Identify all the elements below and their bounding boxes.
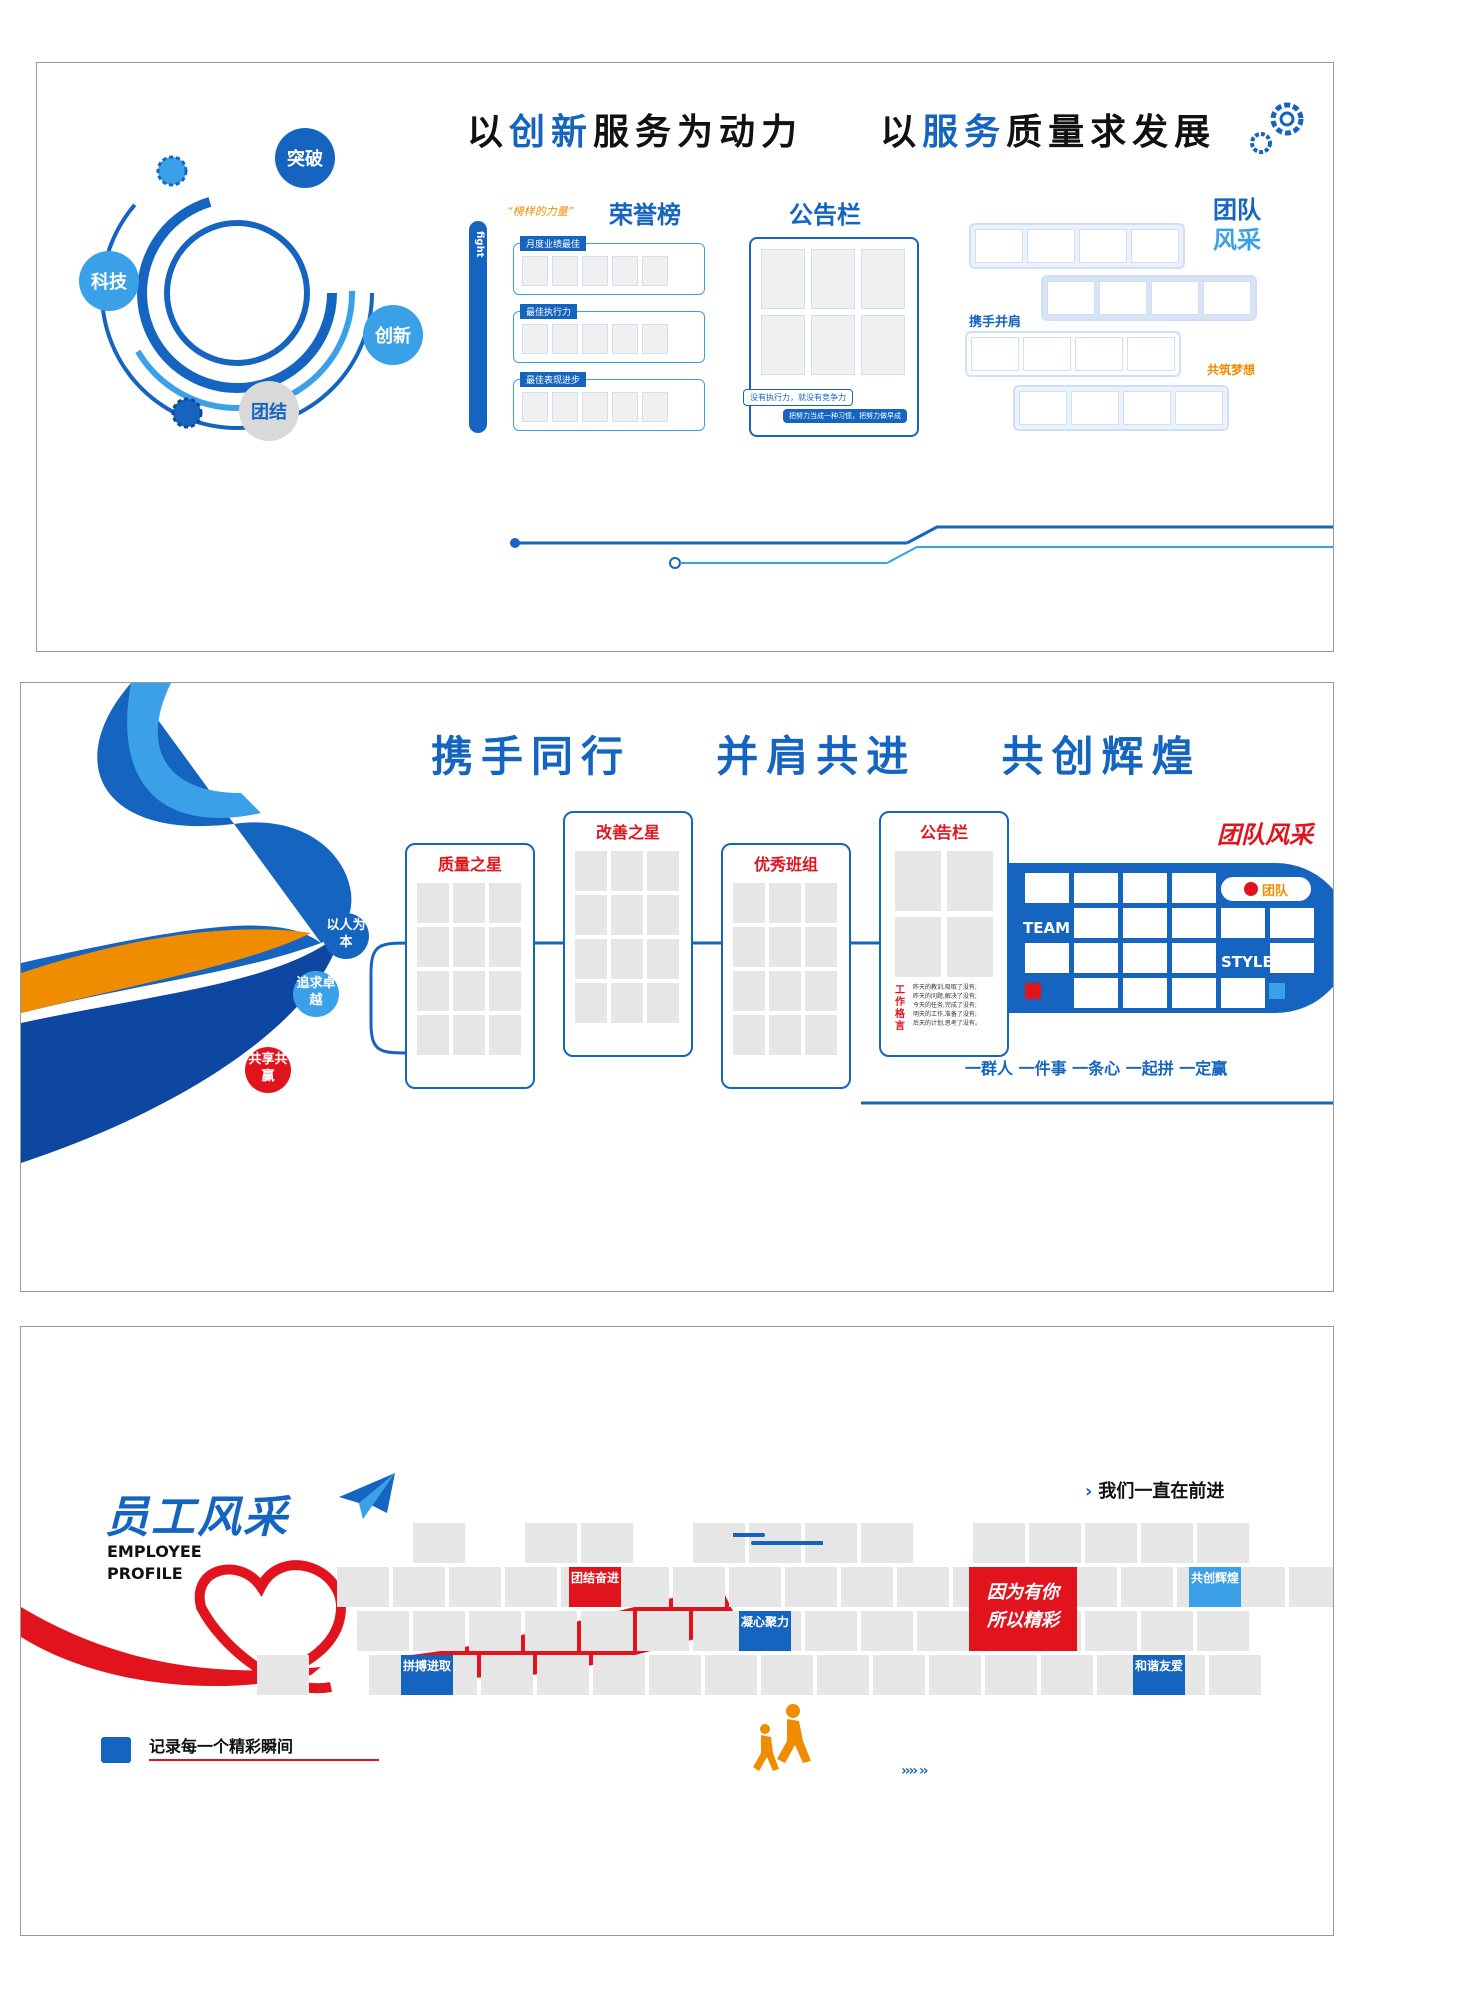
honor-quote: “榜样的力量”	[507, 205, 574, 218]
bubble-win-win: 共享共赢	[245, 1047, 291, 1093]
tile-cohesion: 凝心聚力	[739, 1611, 791, 1651]
circuit-lines	[510, 525, 1333, 569]
ring-label-unity: 团结	[239, 381, 299, 441]
notice-board	[749, 237, 919, 437]
team-sub-2: 共筑梦想	[1207, 363, 1256, 377]
honor-row-label: 最佳执行力	[520, 304, 578, 319]
fight-bar	[469, 221, 487, 433]
board-quality-star: 质量之星	[405, 843, 535, 1089]
motto-lines: 昨天的教训,吸取了没有; 昨天的问题,解决了没有; 今天的任务,完成了没有; 明…	[913, 984, 981, 1027]
chevron-right-icon: ›	[1085, 1481, 1093, 1502]
honor-row: 最佳执行力	[513, 304, 705, 363]
board-improvement-star: 改善之星	[563, 811, 693, 1057]
motto-label: 工作格言	[895, 985, 905, 1032]
profile-subtitle: EMPLOYEE PROFILE	[107, 1542, 202, 1583]
board-excellent-team: 优秀班组	[721, 843, 851, 1089]
board-title: 改善之星	[595, 823, 660, 842]
team-title: 团队 风采	[1213, 196, 1261, 254]
tile-co-create: 共创辉煌	[1189, 1567, 1241, 1607]
panel-culture-wall-1: 以创新服务为动力 以服务质量求发展 突破 科技 创新 团结 fight “榜样的…	[36, 62, 1334, 652]
slogan: 一群人 一件事 一条心 一起拼 一定赢	[965, 1059, 1228, 1078]
swoosh-graphic	[21, 683, 352, 1163]
board-title: 优秀班组	[753, 855, 818, 874]
notice-title: 公告栏	[789, 201, 861, 229]
ring-graphic	[100, 155, 374, 430]
honor-title: 荣誉榜	[609, 201, 681, 229]
team-sub-1: 携手并肩	[969, 315, 1022, 330]
center-slogan-tile: 因为有你 所以精彩	[969, 1567, 1077, 1651]
ring-label-innovation: 创新	[363, 305, 423, 365]
style-word: STYLE	[1221, 953, 1273, 971]
fight-label: fight	[474, 231, 485, 258]
paper-plane-icon	[339, 1473, 395, 1519]
team-word: TEAM	[1023, 919, 1071, 937]
ring-label-breakthrough: 突破	[275, 128, 335, 188]
panel-employee-profile: 员工风采 EMPLOYEE PROFILE ›我们一直在前进	[20, 1326, 1334, 1936]
badge-icon	[1243, 882, 1258, 896]
bubble-excellence: 追求卓越	[293, 971, 339, 1017]
tile-harmony: 和谐友爱	[1133, 1655, 1185, 1695]
honor-rows: 月度业绩最佳 最佳执行力 最佳表现进步	[513, 236, 705, 431]
profile-title: 员工风采	[105, 1492, 289, 1543]
chevrons-icon: ›››› ››	[901, 1763, 928, 1779]
headline: 携手同行 并肩共进 共创辉煌	[431, 732, 1202, 781]
panel-culture-wall-2: 携手同行 并肩共进 共创辉煌 以人为本 追求卓越 共享共赢 质量之星 改善之星	[20, 682, 1334, 1292]
team-row-4	[1013, 385, 1229, 431]
notice-note-2: 把努力当成一种习惯，把努力做早成	[783, 409, 907, 423]
record-underline	[149, 1759, 379, 1761]
team-style-board: TEAM STYLE 团队	[1007, 863, 1333, 1013]
tile-grid	[257, 1523, 1333, 1763]
honor-row-label: 最佳表现进步	[520, 372, 587, 387]
tile-unity: 团结奋进	[569, 1567, 621, 1607]
cloud-lines	[733, 1533, 823, 1545]
team-style-title: 团队风采	[1217, 821, 1313, 849]
board-title: 公告栏	[919, 823, 968, 842]
board-title: 质量之星	[437, 855, 502, 874]
team-row-3	[965, 331, 1181, 377]
runners-icon	[753, 1704, 811, 1771]
team-badge: 团队	[1221, 877, 1311, 901]
notice-note-1: 没有执行力，就没有竞争力	[743, 389, 853, 406]
team-row-2	[1041, 275, 1257, 321]
honor-row: 最佳表现进步	[513, 372, 705, 431]
tagline: ›我们一直在前进	[1085, 1481, 1225, 1502]
bubble-people-first: 以人为本	[323, 913, 369, 959]
team-row-1	[969, 223, 1185, 269]
honor-row: 月度业绩最佳	[513, 236, 705, 295]
red-square	[1025, 983, 1041, 999]
gear-icon	[1250, 102, 1304, 154]
tile-strive: 拼搏进取	[401, 1655, 453, 1695]
ring-label-tech: 科技	[79, 251, 139, 311]
honor-row-label: 月度业绩最佳	[520, 236, 587, 251]
blue-square	[1269, 983, 1285, 999]
headline: 以创新服务为动力 以服务质量求发展	[467, 112, 1217, 153]
board-notice: 公告栏 工作格言 昨天的教训,吸取了没有; 昨天的问题,解决了没有; 今天的任务…	[879, 811, 1009, 1057]
clapper-icon	[101, 1737, 131, 1763]
record-text: 记录每一个精彩瞬间	[149, 1737, 294, 1756]
